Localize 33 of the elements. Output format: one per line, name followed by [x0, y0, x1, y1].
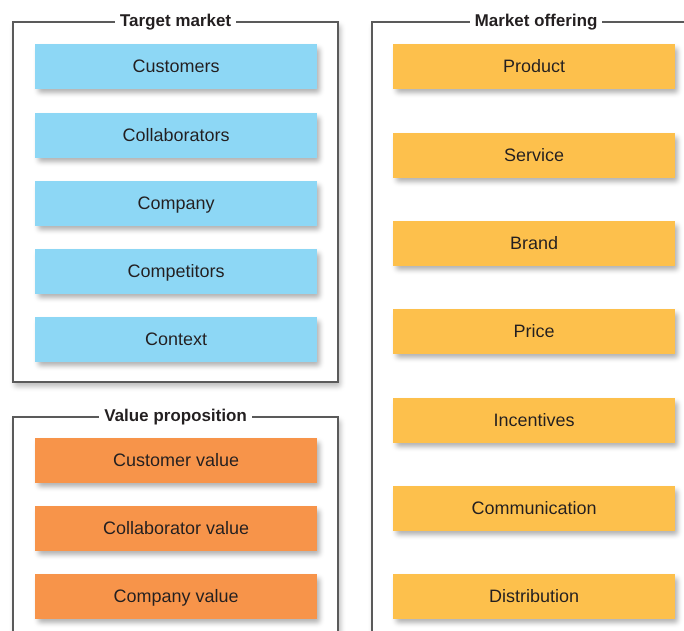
item-box	[393, 133, 675, 178]
item-box	[35, 44, 317, 89]
item-label: Competitors	[127, 261, 225, 282]
item-box	[35, 506, 317, 551]
item-label: Brand	[510, 233, 558, 254]
item-label: Company value	[113, 586, 239, 607]
item-box	[393, 221, 675, 266]
group-heading: Market offering	[470, 11, 602, 30]
item-label: Company	[137, 193, 215, 214]
item-label: Distribution	[488, 586, 580, 607]
group-heading: Target market	[114, 11, 236, 30]
group-heading: Value proposition	[99, 406, 252, 425]
item-box	[35, 113, 317, 158]
item-box	[393, 574, 675, 619]
item-label: Product	[502, 56, 566, 77]
item-box	[393, 486, 675, 531]
item-label: Service	[504, 145, 564, 166]
item-box	[393, 398, 675, 443]
item-box	[393, 309, 675, 354]
item-label: Collaborators	[122, 125, 230, 146]
item-box	[35, 574, 317, 619]
item-box	[35, 249, 317, 294]
item-label: Customers	[132, 56, 220, 77]
item-label: Communication	[471, 498, 597, 519]
item-box	[35, 317, 317, 362]
item-label: Customer value	[112, 450, 240, 471]
item-label: Incentives	[493, 410, 575, 431]
item-label: Price	[513, 321, 554, 342]
item-box	[393, 44, 675, 89]
item-label: Context	[144, 329, 208, 350]
item-box	[35, 438, 317, 483]
item-label: Collaborator value	[102, 518, 250, 539]
item-box	[35, 181, 317, 226]
